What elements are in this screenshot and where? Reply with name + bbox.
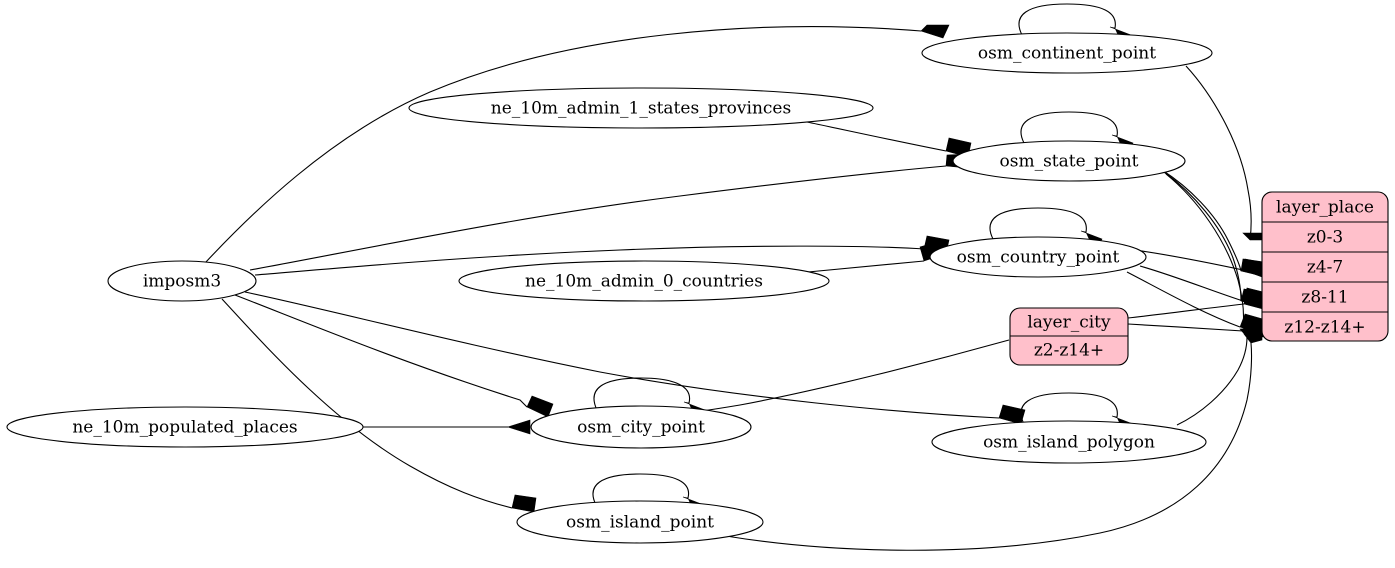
node-osm_island_polygon[interactable]: osm_island_polygon [931, 420, 1207, 464]
edge-osm_island_polygon-to-layer_place-z12-z14+ [1176, 327, 1263, 426]
edge-imposm3-to-osm_city_point [234, 294, 554, 418]
node-ne_10m_admin_0_countries[interactable]: ne_10m_admin_0_countries [458, 260, 830, 302]
edge-ne_10m_populated_places-to-osm_city_point [363, 419, 531, 435]
edge-ne_10m_admin_1_states_provinces-to-osm_state_point [806, 121, 972, 158]
node-ne_10m_populated_places[interactable]: ne_10m_populated_places [6, 406, 364, 448]
record-layer: layer_place z0-3 z4-7 z8-11 z12-z14+ lay… [1009, 191, 1389, 366]
edge-osm_continent_point-to-layer_place-z0-3 [1185, 65, 1263, 241]
edge-imposm3-to-osm_continent_point [204, 24, 950, 264]
edge-osm_state_point-to-layer_place-z12-z14+ [1165, 173, 1267, 335]
node-osm_city_point[interactable]: osm_city_point [530, 405, 752, 449]
edge-imposm3-to-osm_island_point [221, 298, 537, 513]
edge-osm_country_point-to-layer_place-z4-7 [1134, 249, 1266, 278]
edge-ne_10m_admin_0_countries-to-osm_country_point [807, 240, 946, 273]
edge-imposm3-to-osm_state_point [249, 153, 970, 271]
record-layer_place[interactable]: layer_place z0-3 z4-7 z8-11 z12-z14+ [1261, 191, 1389, 342]
node-layer: imposm3 ne_10m_admin_1_states_provinces … [6, 32, 1213, 544]
record-layer_city[interactable]: layer_city z2-z14+ [1009, 307, 1129, 366]
node-osm_country_point[interactable]: osm_country_point [929, 236, 1147, 278]
node-ne_10m_admin_1_states_provinces[interactable]: ne_10m_admin_1_states_provinces [408, 87, 874, 129]
node-osm_state_point[interactable]: osm_state_point [952, 140, 1186, 182]
node-osm_island_point[interactable]: osm_island_point [516, 500, 764, 544]
node-osm_continent_point[interactable]: osm_continent_point [921, 32, 1213, 74]
edge-imposm3-to-osm_island_polygon [244, 291, 1026, 425]
node-imposm3[interactable]: imposm3 [107, 260, 257, 302]
